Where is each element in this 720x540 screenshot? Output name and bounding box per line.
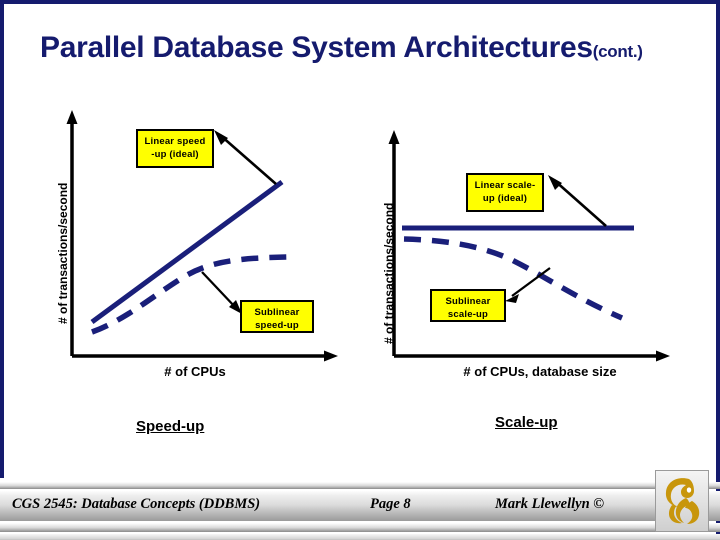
footer: CGS 2545: Database Concepts (DDBMS) Page… <box>0 482 720 540</box>
callout-linear-speed-up-line1: Linear speed <box>144 136 206 147</box>
arrow-linear-scale-up-head <box>548 175 562 190</box>
callout-linear-speed-up-line2: -up (ideal) <box>151 149 199 160</box>
y-axis-arrowhead-left <box>66 110 78 124</box>
arrow-sublinear-scale-up-head <box>505 294 519 303</box>
footer-author-label: Mark Llewellyn © <box>495 496 605 512</box>
page-title-suffix: (cont.) <box>592 42 643 61</box>
pegasus-icon <box>665 478 700 524</box>
ucf-pegasus-logo-icon <box>655 470 709 532</box>
slide-border-left <box>0 0 4 478</box>
caption-speed-up: Speed-up <box>136 418 205 435</box>
callout-sublinear-speed-up-line1: Sublinear <box>254 307 300 318</box>
speed-up-plot <box>66 110 338 362</box>
series-linear-speed-up <box>90 179 284 325</box>
footer-course-label: CGS 2545: Database Concepts (DDBMS) <box>12 496 261 512</box>
x-axis-arrowhead-left <box>324 350 338 362</box>
callout-sublinear-scale-up-line2: scale-up <box>447 309 489 320</box>
arrow-sublinear-scale-up-shaft <box>511 267 551 297</box>
callout-sublinear-scale-up-line1: Sublinear <box>445 296 491 307</box>
callout-sublinear-speed-up: Sublinear speed-up <box>240 300 314 333</box>
arrow-linear-speed-up-head <box>214 130 228 145</box>
footer-bar-base <box>0 534 720 540</box>
callout-linear-speed-up: Linear speed -up (ideal) <box>136 129 214 168</box>
slide-border-right <box>716 0 720 540</box>
scale-up-plot <box>388 130 670 362</box>
x-axis-arrowhead-right <box>656 350 670 362</box>
footer-bar-top <box>0 482 720 489</box>
x-axis-label-scale-up: # of CPUs, database size <box>463 364 617 379</box>
x-axis-label-speed-up: # of CPUs <box>164 364 226 379</box>
series-sublinear-scale-up <box>403 236 624 321</box>
callout-sublinear-scale-up: Sublinear scale-up <box>430 289 506 322</box>
page-title-main: Parallel Database System Architectures <box>40 31 593 64</box>
footer-bar-bottom <box>0 523 720 532</box>
footer-page-label: Page 8 <box>370 496 411 512</box>
page-title: Parallel Database System Architectures(c… <box>40 31 700 65</box>
callout-linear-scale-up-line2: up (ideal) <box>482 193 528 204</box>
callout-sublinear-speed-up-line2: speed-up <box>255 320 299 331</box>
footer-bar-main <box>0 491 720 521</box>
slide-border-top <box>0 0 720 4</box>
arrow-linear-scale-up-shaft <box>553 179 607 227</box>
series-sublinear-speed-up <box>91 254 289 335</box>
callout-linear-scale-up: Linear scale- up (ideal) <box>466 173 544 212</box>
arrow-sublinear-speed-up-shaft <box>201 271 237 309</box>
y-axis-arrowhead-right <box>388 130 400 144</box>
chart-scale-up <box>360 100 700 400</box>
chart-speed-up <box>30 100 360 400</box>
arrow-linear-speed-up-shaft <box>219 134 277 185</box>
arrow-sublinear-speed-up-head <box>229 300 242 314</box>
y-axis-label-scale-up: # of transactions/second <box>382 202 396 344</box>
callout-linear-scale-up-line1: Linear scale- <box>474 180 536 191</box>
caption-scale-up: Scale-up <box>495 414 558 431</box>
y-axis-label-speed-up: # of transactions/second <box>56 182 70 324</box>
